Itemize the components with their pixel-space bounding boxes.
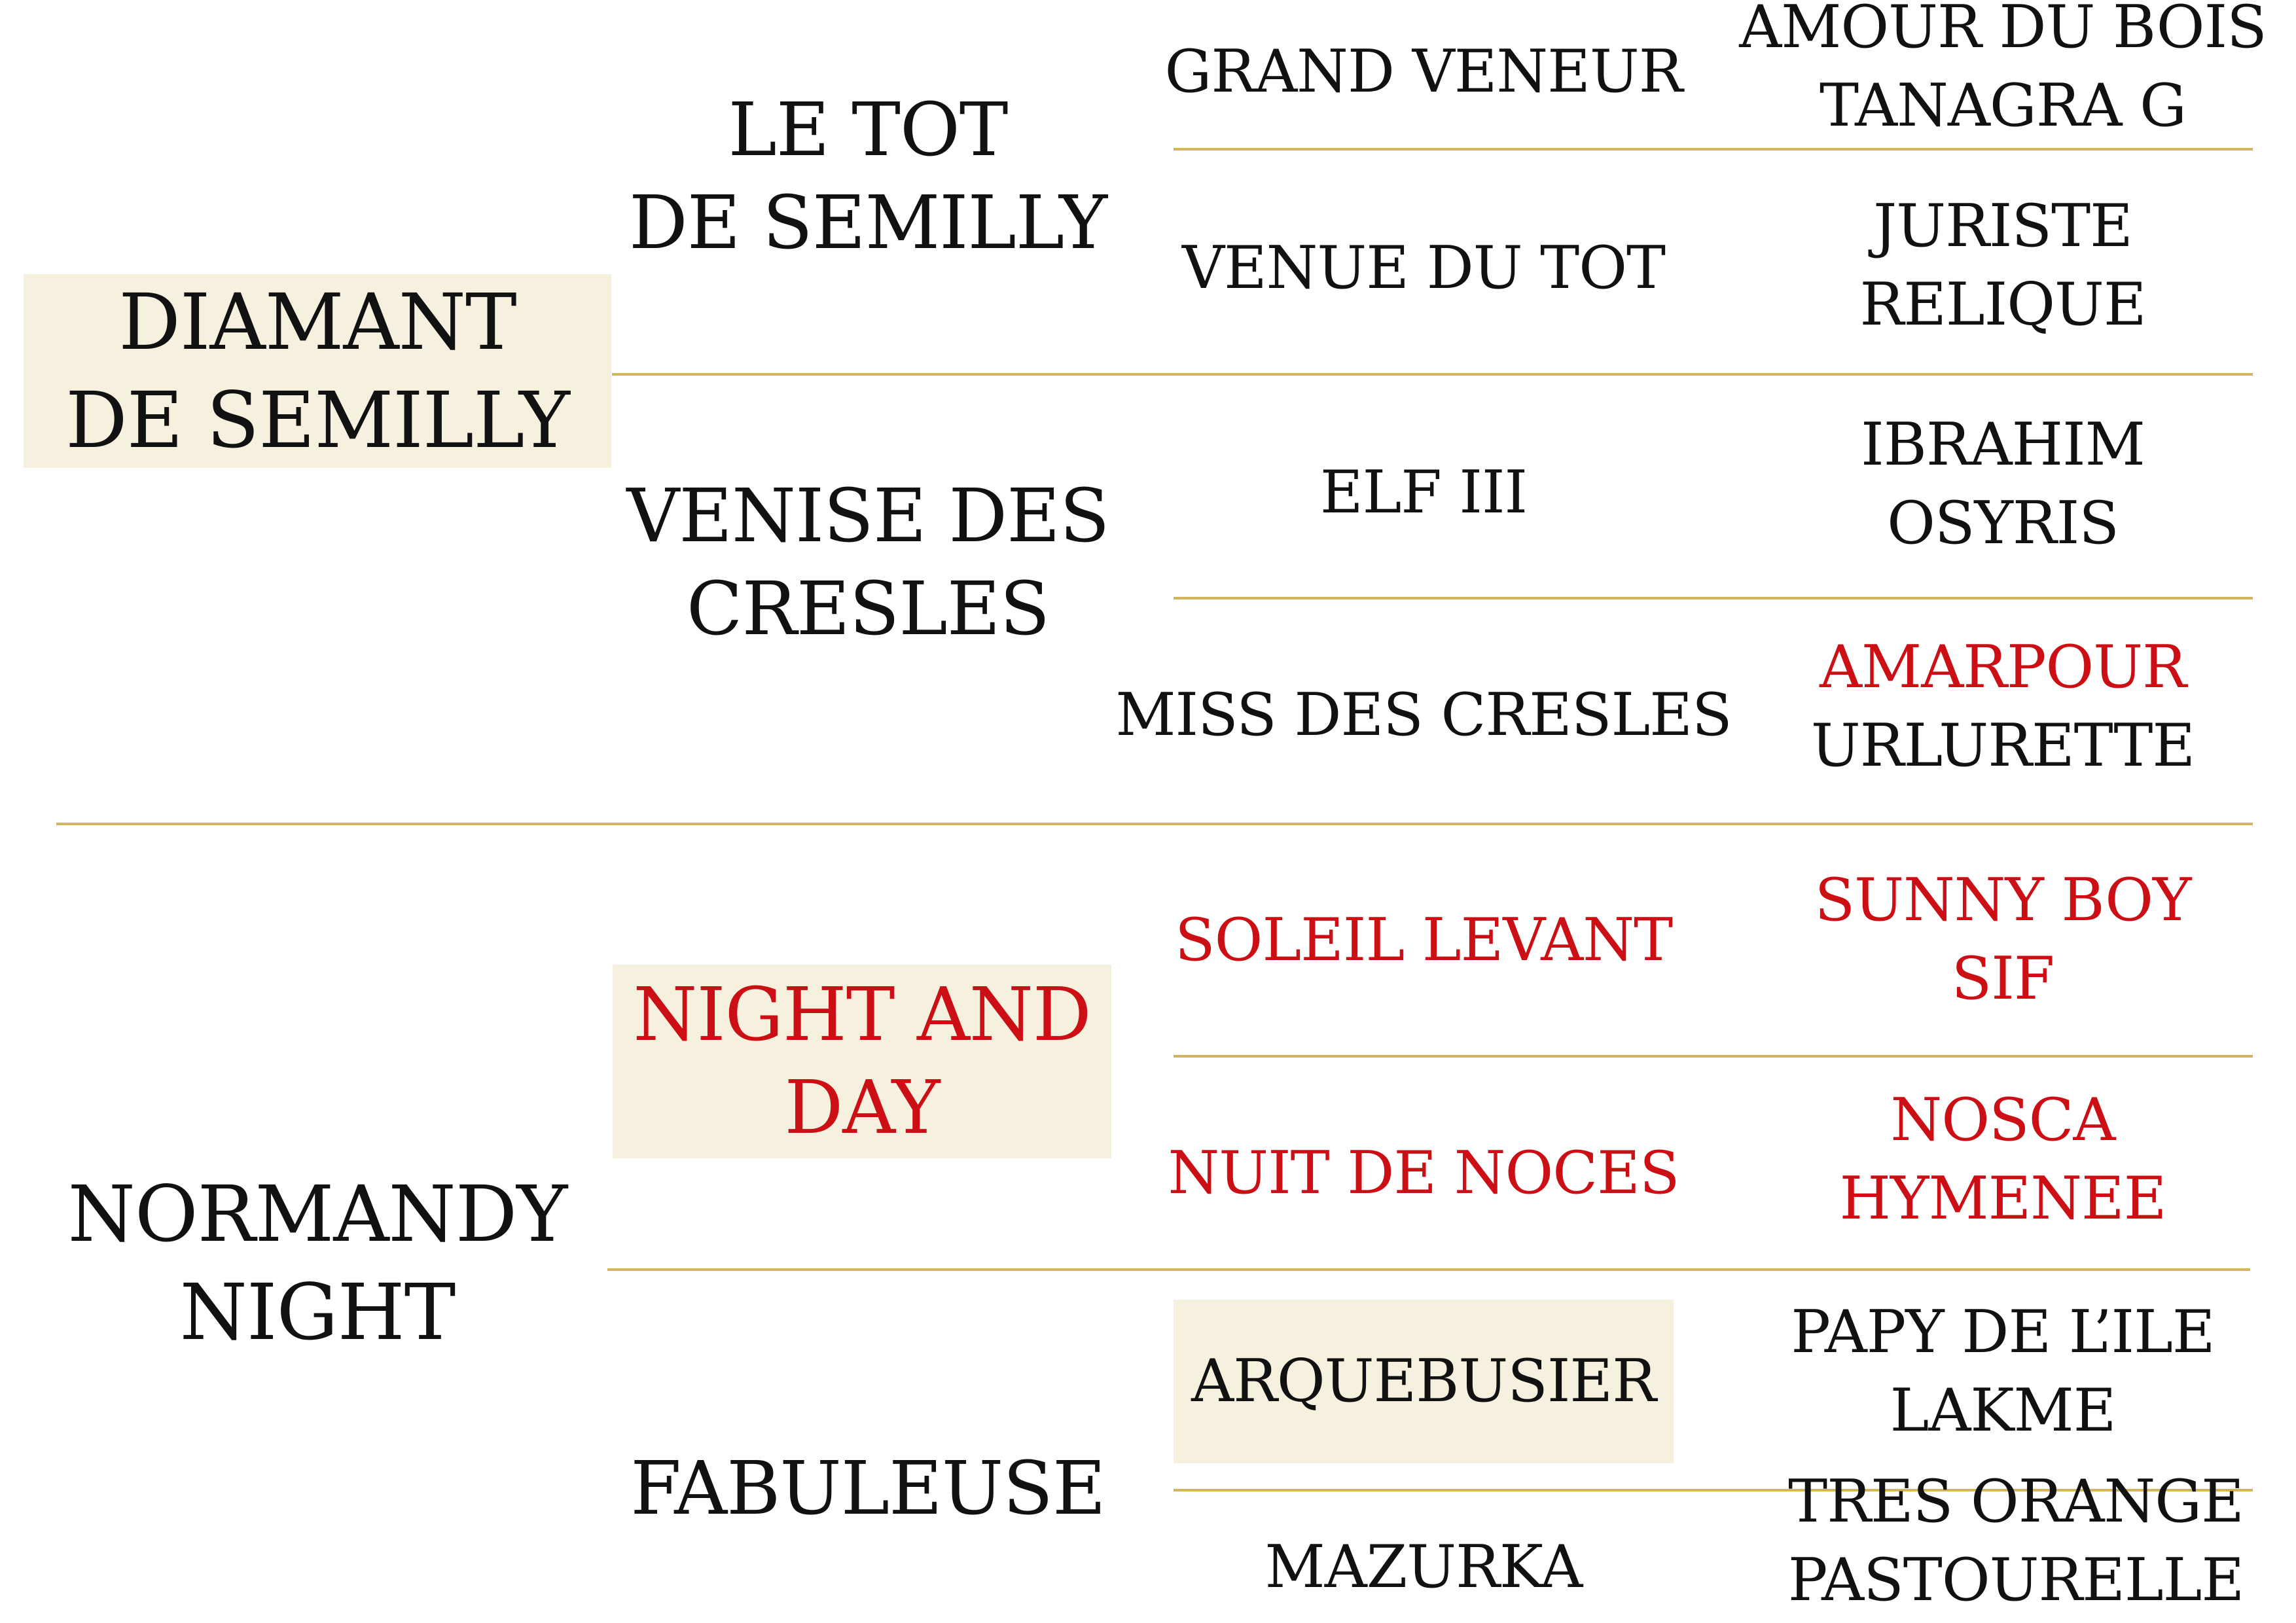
dam-box: NORMANDY NIGHT xyxy=(24,1165,611,1361)
sire-name-line: DIAMANT xyxy=(118,277,516,367)
gen3-box: ELF III xyxy=(1152,454,1695,532)
gen4-name-line: AMOUR DU BOIS xyxy=(1739,0,2267,62)
gen4-names: TRES ORANGE PASTOURELLE xyxy=(1788,1463,2244,1620)
sire-dam-name-line: VENISE DES xyxy=(626,474,1109,559)
gen3-name-line: VENUE DU TOT xyxy=(1181,234,1666,302)
divider-gen3-4 xyxy=(1174,1489,2253,1491)
gen4-names: AMOUR DU BOIS TANAGRA G xyxy=(1739,0,2267,145)
gen3-name-line: ELF III xyxy=(1319,458,1528,527)
gen4-name-line: HYMENEE xyxy=(1839,1164,2167,1233)
gen4-names: AMARPOUR URLURETTE xyxy=(1811,628,2195,785)
gen4-names: PAPY DE L’ILE LAKME xyxy=(1791,1293,2215,1450)
gen4-box: IBRAHIM OSYRIS xyxy=(1715,406,2291,563)
gen4-name-line: SUNNY BOY xyxy=(1814,866,2191,935)
gen3-box: GRAND VENEUR xyxy=(1152,33,1695,111)
sire-dam-name-line: CRESLES xyxy=(686,567,1050,652)
gen3-name: MISS DES CRESLES xyxy=(1115,679,1732,751)
gen3-name: NUIT DE NOCES xyxy=(1168,1137,1679,1209)
gen4-name-line: LAKME xyxy=(1890,1376,2117,1445)
gen3-name-line: MISS DES CRESLES xyxy=(1115,681,1732,749)
gen3-name-line: SOLEIL LEVANT xyxy=(1175,906,1673,974)
divider-gen3-2 xyxy=(1174,597,2253,599)
gen3-name: ARQUEBUSIER xyxy=(1191,1346,1657,1418)
dam-name-line: NORMANDY xyxy=(67,1169,568,1259)
gen4-name-line: AMARPOUR xyxy=(1820,633,2187,702)
sire-sire-name-line: LE TOT xyxy=(728,88,1009,173)
divider-sire-line xyxy=(612,373,2253,376)
sire-box: DIAMANT DE SEMILLY xyxy=(24,274,611,468)
gen4-box: TRES ORANGE PASTOURELLE xyxy=(1728,1463,2296,1620)
gen4-names: JURISTE RELIQUE xyxy=(1859,187,2146,344)
gen4-name-line: NOSCA xyxy=(1890,1086,2115,1154)
gen3-box: ARQUEBUSIER xyxy=(1174,1300,1674,1463)
gen3-name: ELF III xyxy=(1319,457,1528,529)
sire-name-line: DE SEMILLY xyxy=(65,375,570,465)
dam-name-line: NIGHT xyxy=(179,1267,456,1357)
gen3-name: MAZURKA xyxy=(1265,1531,1583,1603)
gen4-name-line: OSYRIS xyxy=(1887,489,2119,558)
divider-gen3-1 xyxy=(1174,148,2253,151)
gen3-name-line: NUIT DE NOCES xyxy=(1168,1139,1679,1207)
gen4-name-line: TRES ORANGE xyxy=(1788,1467,2244,1536)
divider-gen3-3 xyxy=(1174,1055,2253,1058)
gen4-box: AMARPOUR URLURETTE xyxy=(1715,628,2291,785)
gen3-name-line: MAZURKA xyxy=(1265,1533,1583,1601)
divider-main xyxy=(56,823,2253,825)
gen3-box: SOLEIL LEVANT xyxy=(1152,901,1695,980)
gen3-box: MAZURKA xyxy=(1152,1528,1695,1607)
dam-dam-box: FABULEUSE xyxy=(614,1440,1122,1538)
divider-dam-line xyxy=(607,1268,2250,1271)
gen4-name-line: PASTOURELLE xyxy=(1787,1546,2244,1614)
dam-sire-name-line: DAY xyxy=(784,1065,940,1150)
gen4-box: SUNNY BOY SIF xyxy=(1715,861,2291,1018)
gen4-box: AMOUR DU BOIS TANAGRA G xyxy=(1715,0,2291,145)
gen3-name: GRAND VENEUR xyxy=(1165,36,1683,108)
gen4-box: NOSCA HYMENEE xyxy=(1715,1081,2291,1238)
sire-sire-name-line: DE SEMILLY xyxy=(628,181,1107,266)
gen4-name-line: PAPY DE L’ILE xyxy=(1791,1298,2215,1366)
gen3-box: NUIT DE NOCES xyxy=(1152,1134,1695,1213)
dam-dam-name-line: FABULEUSE xyxy=(630,1446,1106,1531)
gen4-box: PAPY DE L’ILE LAKME xyxy=(1715,1293,2291,1450)
gen4-name-line: TANAGRA G xyxy=(1819,71,2187,140)
dam-sire-box: NIGHT AND DAY xyxy=(613,965,1111,1158)
gen3-box: VENUE DU TOT xyxy=(1152,229,1695,308)
gen4-name-line: IBRAHIM xyxy=(1861,410,2145,479)
gen3-box: MISS DES CRESLES xyxy=(1113,676,1734,755)
dam-dam-name: FABULEUSE xyxy=(630,1442,1106,1535)
gen3-name: VENUE DU TOT xyxy=(1181,232,1666,304)
gen4-names: NOSCA HYMENEE xyxy=(1839,1081,2167,1238)
gen3-name-line: ARQUEBUSIER xyxy=(1191,1347,1657,1416)
dam-name: NORMANDY NIGHT xyxy=(67,1165,568,1361)
sire-sire-name: LE TOT DE SEMILLY xyxy=(629,84,1107,270)
gen4-name-line: SIF xyxy=(1951,944,2055,1013)
gen4-name-line: RELIQUE xyxy=(1859,270,2146,339)
dam-sire-name-line: NIGHT AND xyxy=(633,972,1091,1058)
gen4-box: JURISTE RELIQUE xyxy=(1715,187,2291,344)
gen4-names: IBRAHIM OSYRIS xyxy=(1861,406,2145,563)
sire-dam-box: VENISE DES CRESLES xyxy=(614,468,1122,658)
gen4-names: SUNNY BOY SIF xyxy=(1814,861,2191,1018)
gen3-name-line: GRAND VENEUR xyxy=(1164,37,1683,106)
gen4-name-line: JURISTE xyxy=(1873,192,2133,260)
sire-sire-box: LE TOT DE SEMILLY xyxy=(614,82,1122,272)
gen4-name-line: URLURETTE xyxy=(1810,711,2195,780)
sire-dam-name: VENISE DES CRESLES xyxy=(626,470,1109,656)
sire-name: DIAMANT DE SEMILLY xyxy=(65,273,570,469)
dam-sire-name: NIGHT AND DAY xyxy=(633,969,1091,1154)
gen3-name: SOLEIL LEVANT xyxy=(1175,904,1673,976)
